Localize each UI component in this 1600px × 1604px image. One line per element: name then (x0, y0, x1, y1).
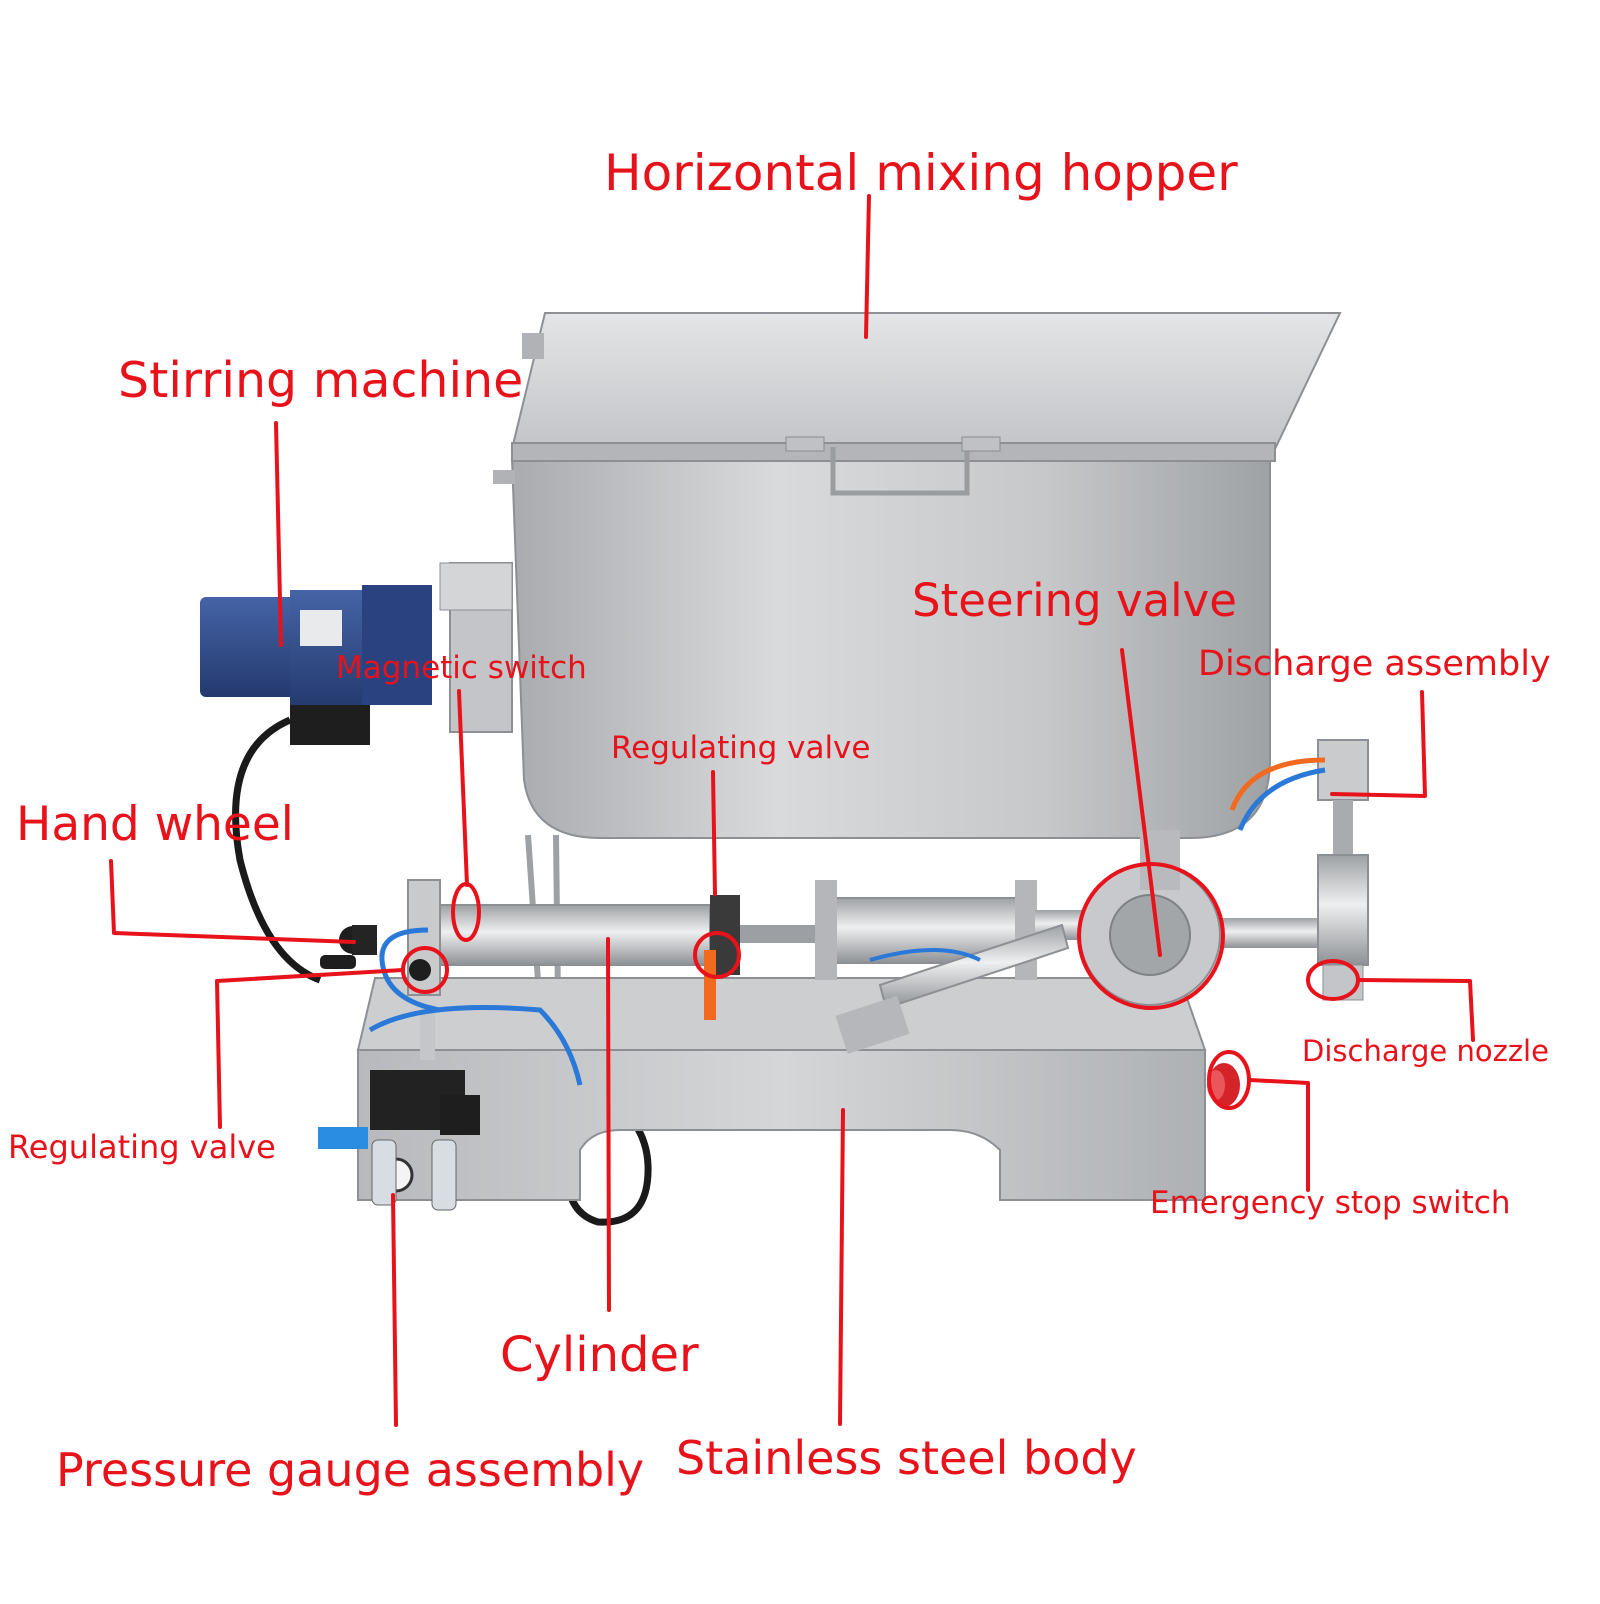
leader-line-steering-valve (1120, 648, 1162, 957)
blue-air-tube-mid (869, 948, 981, 962)
label-regulating-valve-top: Regulating valve (611, 730, 871, 766)
leader-line-cylinder (606, 937, 611, 1312)
leader-line-regulating-valve-left (215, 968, 405, 1129)
side-box (439, 562, 513, 733)
label-horizontal-mixing-hopper: Horizontal mixing hopper (604, 144, 1238, 202)
circle-regulating-valve-left (401, 946, 449, 994)
label-discharge-assembly: Discharge assembly (1198, 644, 1551, 684)
discharge-assembly-parts (1317, 739, 1369, 1001)
leader-line-discharge-nozzle (1357, 978, 1475, 1042)
leader-line-discharge-assembly (1330, 690, 1427, 798)
circle-steering-valve (1077, 862, 1225, 1010)
label-regulating-valve-left: Regulating valve (8, 1128, 276, 1166)
label-stirring-machine: Stirring machine (118, 352, 524, 409)
label-steering-valve: Steering valve (912, 574, 1237, 627)
circle-regulating-valve-top (693, 931, 741, 979)
leader-line-hopper (864, 194, 871, 339)
label-emergency-stop-switch: Emergency stop switch (1150, 1185, 1511, 1221)
blue-air-tube-left (368, 927, 583, 1086)
label-magnetic-switch: Magnetic switch (336, 650, 587, 686)
orange-air-tube (704, 950, 716, 1020)
leader-line-magnetic-switch (457, 689, 469, 887)
label-hand-wheel: Hand wheel (16, 797, 294, 852)
leader-line-emergency-stop (1248, 1078, 1310, 1192)
steel-body (356, 977, 1207, 1201)
mixing-hopper (493, 312, 1342, 839)
label-discharge-nozzle: Discharge nozzle (1302, 1034, 1549, 1068)
leader-line-stirring (274, 421, 283, 647)
leader-line-body (838, 1108, 845, 1426)
blue-air-tube-right (1237, 767, 1326, 831)
circle-magnetic-switch (451, 882, 481, 942)
circle-emergency-stop (1207, 1050, 1251, 1110)
stirring-motor (200, 585, 432, 745)
pneumatic-cylinder (835, 923, 1070, 1054)
regulating-valve-knob (409, 959, 431, 981)
circle-discharge-nozzle (1306, 959, 1360, 1001)
orange-air-tube-right (1229, 757, 1326, 811)
leader-line-pressure-gauge (391, 1193, 398, 1427)
label-pressure-gauge-assembly: Pressure gauge assembly (56, 1443, 645, 1497)
leader-line-regulating-valve-top (711, 770, 717, 896)
pressure-gauge-unit (318, 1070, 480, 1211)
leader-line-hand-wheel (109, 859, 356, 944)
label-cylinder: Cylinder (500, 1327, 699, 1383)
label-stainless-steel-body: Stainless steel body (676, 1431, 1137, 1485)
steering-valve-hub (1079, 830, 1221, 1006)
